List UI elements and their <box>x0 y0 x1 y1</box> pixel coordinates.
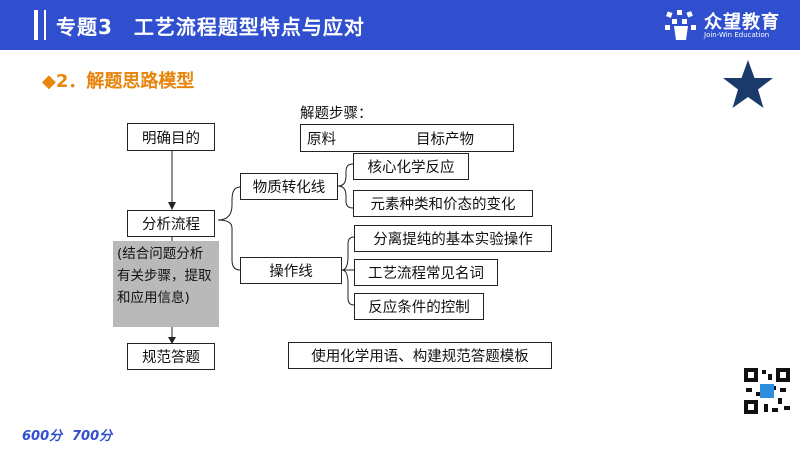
step-clarify-goal: 明确目的 <box>127 123 215 151</box>
item-process-terms: 工艺流程常见名词 <box>354 259 498 286</box>
target-product-label: 目标产物 <box>416 131 474 148</box>
material-transform-line: 物质转化线 <box>240 173 338 200</box>
header-bar: 专题3 工艺流程题型特点与应对 众望教育 Join-Win Education <box>0 0 800 50</box>
step-analyze-flow: 分析流程 <box>127 210 215 237</box>
item-separation-ops: 分离提纯的基本实验操作 <box>354 225 552 252</box>
raw-to-product-box: 原料 目标产物 <box>300 124 514 152</box>
header-divider-thin <box>44 10 46 40</box>
item-core-reaction: 核心化学反应 <box>353 153 469 180</box>
qr-code-icon <box>742 366 792 416</box>
analysis-note: (结合问题分析有关步骤，提取和应用信息) <box>113 241 219 327</box>
logo-700: 700分 <box>72 429 113 444</box>
operation-line: 操作线 <box>240 257 342 284</box>
logo-600: 600分 <box>22 429 63 444</box>
brand-logo-icon <box>665 10 696 40</box>
brand-subtitle: Join-Win Education <box>704 31 770 39</box>
raw-material-label: 原料 <box>307 131 336 148</box>
item-element-valence: 元素种类和价态的变化 <box>353 190 533 217</box>
step-standard-answer: 规范答题 <box>127 343 215 370</box>
answer-template-box: 使用化学用语、构建规范答题模板 <box>288 342 552 369</box>
solution-heading: 解题步骤： <box>300 106 373 122</box>
section-title: ◆2．解题思路模型 <box>42 71 195 92</box>
brand-name: 众望教育 <box>704 12 780 33</box>
item-reaction-conditions: 反应条件的控制 <box>354 293 484 320</box>
page-title: 专题3 工艺流程题型特点与应对 <box>56 15 365 39</box>
header-divider <box>34 10 38 40</box>
star-icon <box>723 60 773 108</box>
